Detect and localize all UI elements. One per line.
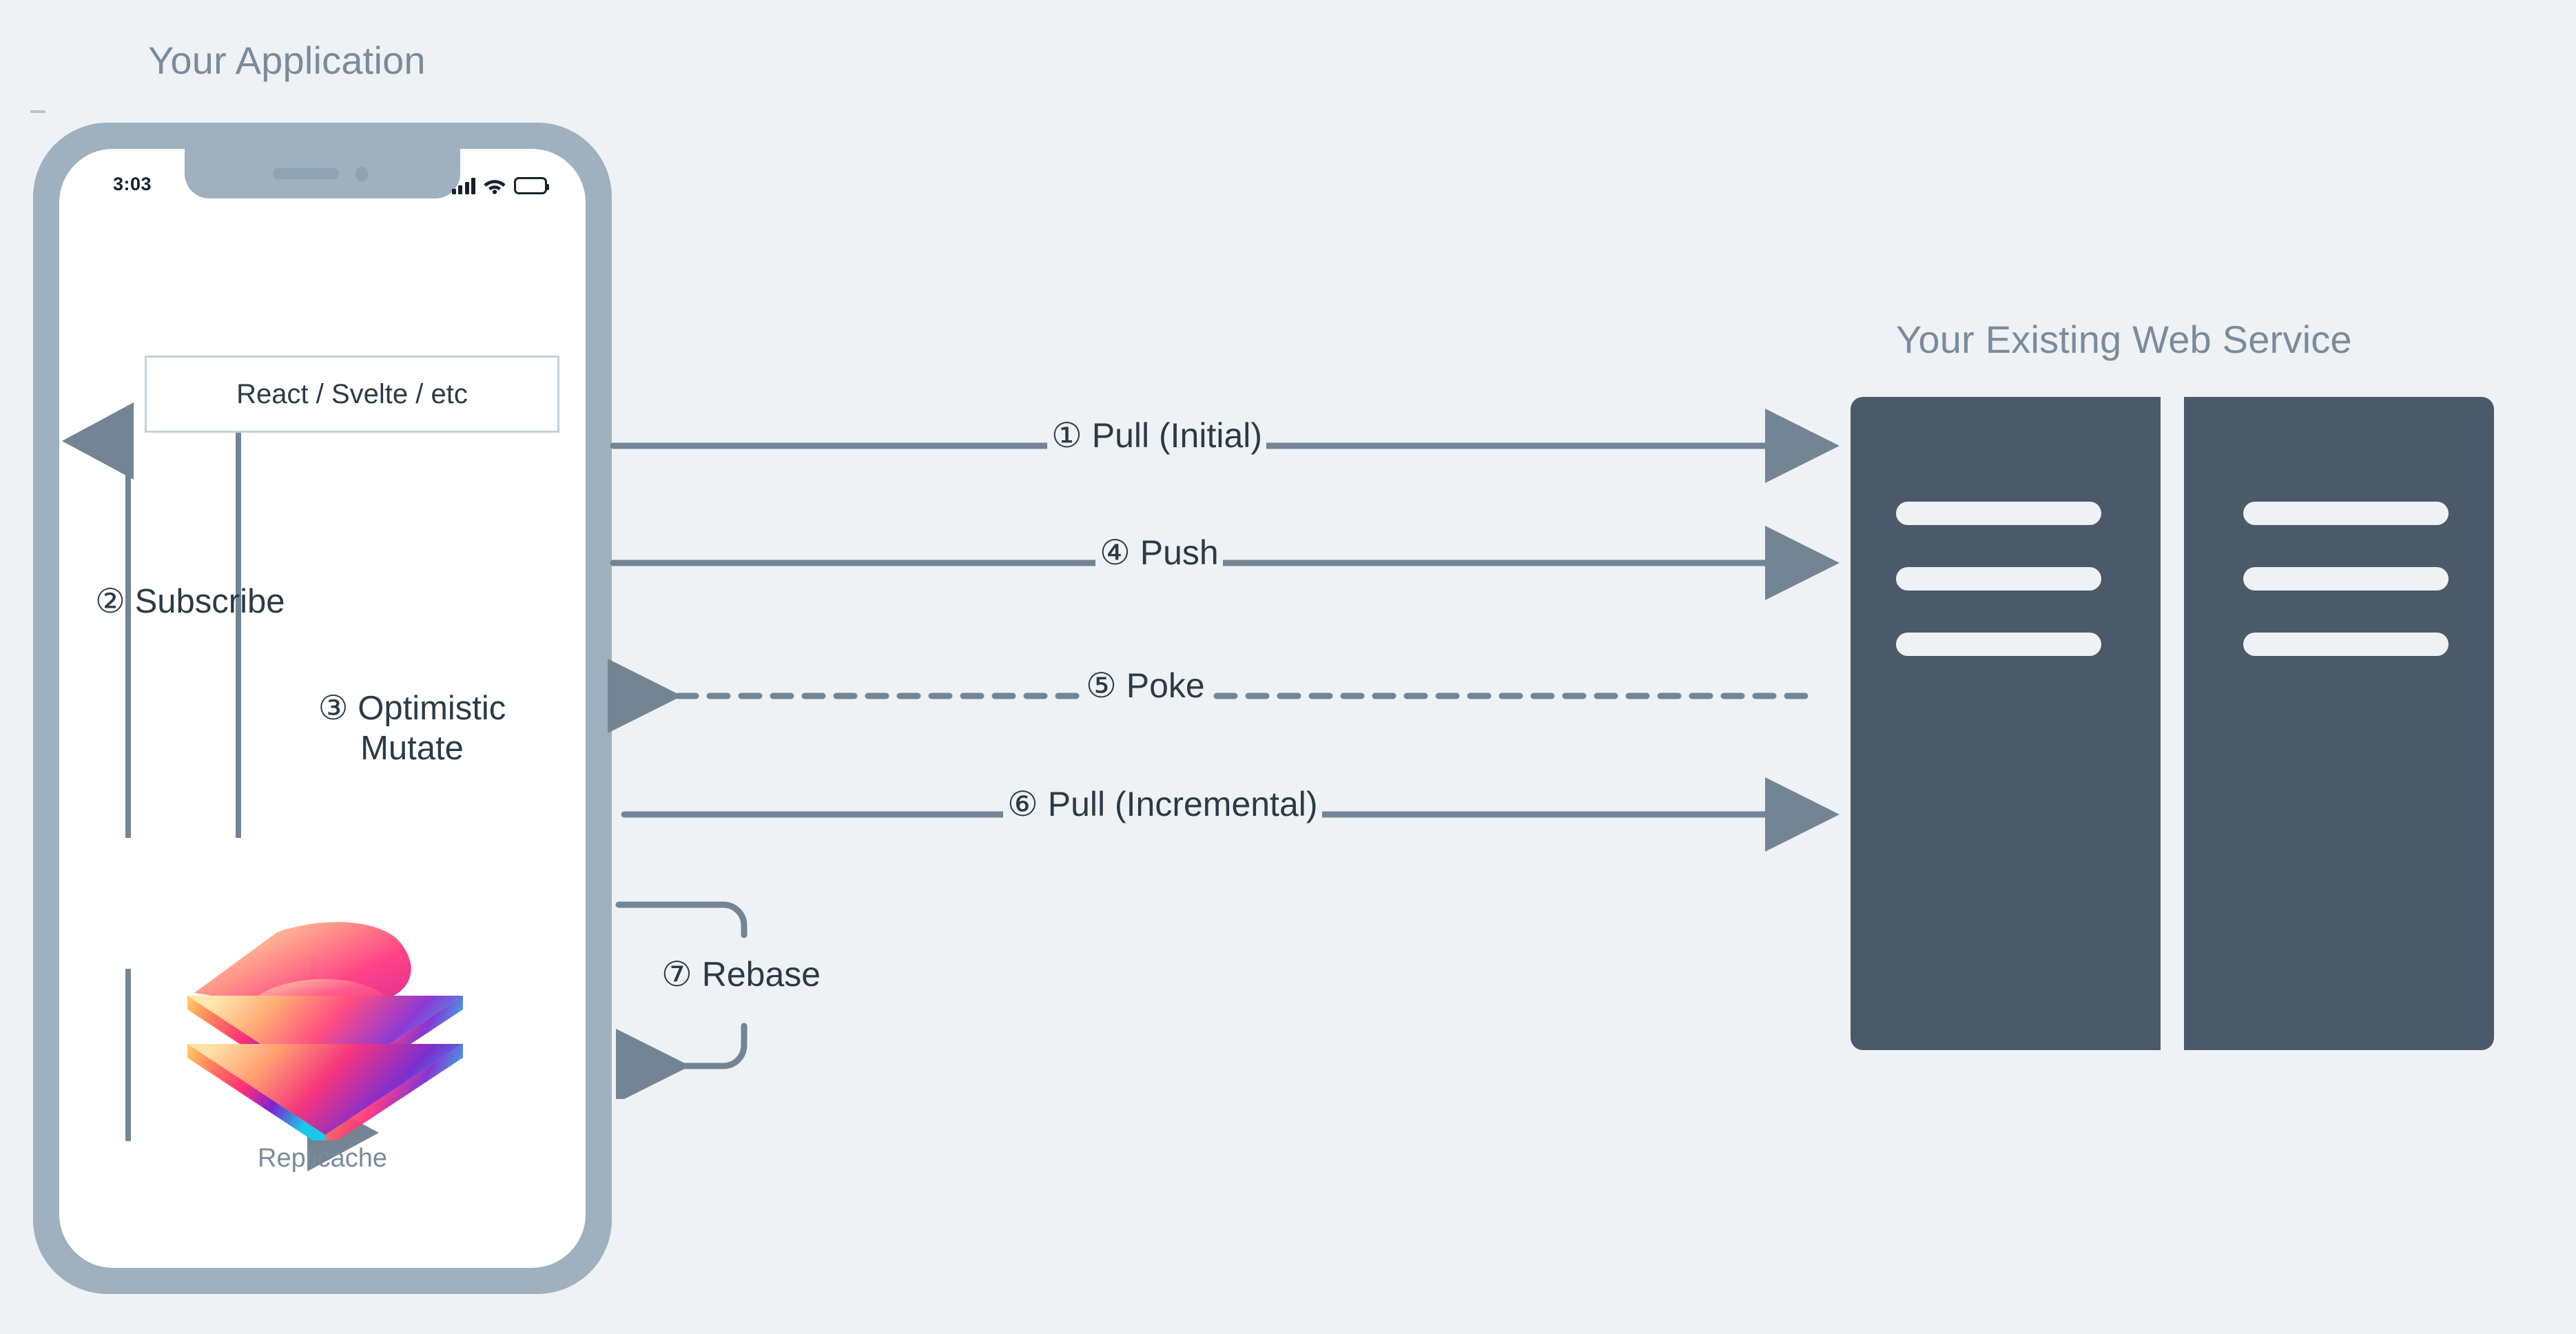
flow-row-pull-incremental: ⑥ Pull (Incremental) xyxy=(621,777,1840,852)
server-bar xyxy=(1896,633,2101,656)
wifi-icon xyxy=(483,177,506,194)
flow-row-poke: ⑤ Poke xyxy=(608,659,1809,733)
replicache-logo-caption: Replicache xyxy=(258,1144,387,1173)
server-bar xyxy=(1896,567,2101,591)
battery-icon xyxy=(514,177,549,194)
status-bar-icons xyxy=(451,171,549,194)
flow-label-rebase: ⑦ Rebase xyxy=(661,955,821,994)
front-camera-icon xyxy=(356,167,368,182)
server-bar xyxy=(2243,633,2449,656)
speaker-slot-icon xyxy=(273,168,339,179)
flow-label-push: ④ Push xyxy=(1095,533,1223,573)
status-bar-time: 3:03 xyxy=(113,174,152,194)
phone-notch xyxy=(185,149,460,198)
your-application-heading: Your Application xyxy=(148,39,426,82)
server-bar xyxy=(1896,502,2101,525)
replicache-logo-icon xyxy=(174,913,477,1149)
flow-row-push: ④ Push xyxy=(610,526,1840,600)
server-bar xyxy=(2243,567,2449,591)
your-existing-web-service-heading: Your Existing Web Service xyxy=(1896,318,2352,361)
framework-box-label: React / Svelte / etc xyxy=(236,378,468,409)
signal-icon xyxy=(451,178,475,194)
flow-label-poke: ⑤ Poke xyxy=(1082,666,1209,706)
server-group xyxy=(1851,397,2494,1050)
phone-mockup: 3:03 React / Svelte / etc xyxy=(33,123,612,1294)
subscribe-flow-label: ② Subscribe xyxy=(95,583,285,620)
phone-screen: 3:03 React / Svelte / etc xyxy=(59,149,586,1268)
flow-row-pull-initial: ① Pull (Initial) xyxy=(610,409,1840,483)
framework-box: React / Svelte / etc xyxy=(145,356,559,433)
phone-top-tick-mark xyxy=(30,110,45,113)
server-bar xyxy=(2243,502,2449,525)
optimistic-mutate-flow-label: ③ Optimistic Mutate xyxy=(318,690,506,767)
flow-loop-rebase xyxy=(613,885,792,1103)
server-rack-left xyxy=(1851,397,2161,1050)
server-rack-right xyxy=(2184,397,2494,1050)
flow-label-pull-incremental: ⑥ Pull (Incremental) xyxy=(1003,784,1322,824)
flow-label-pull-initial: ① Pull (Initial) xyxy=(1047,415,1267,455)
